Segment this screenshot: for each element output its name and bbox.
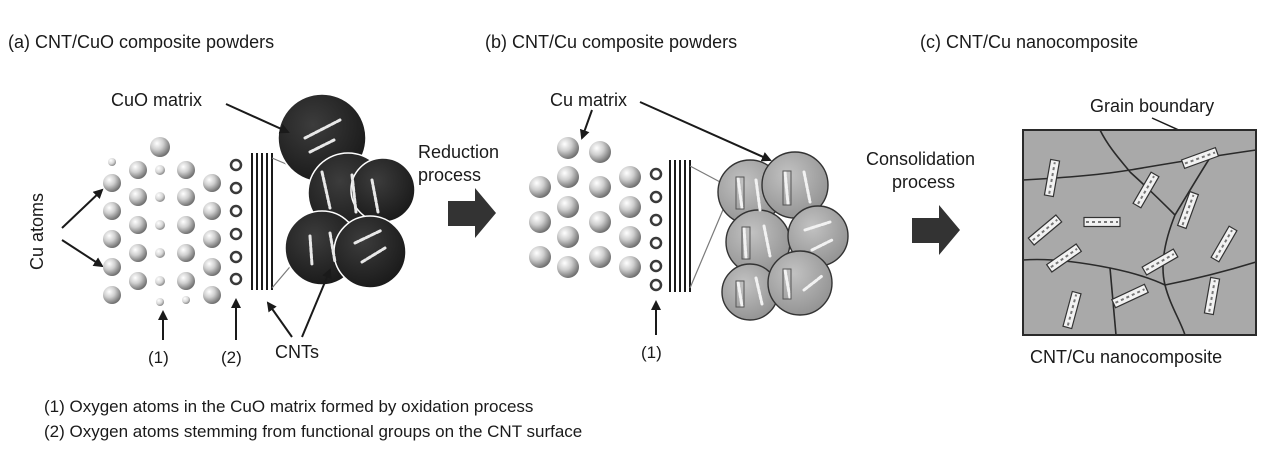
cu-atoms-label: Cu atoms	[27, 193, 47, 270]
panel-c-diagram: Grain boundary CNT/Cu nan	[1022, 96, 1257, 367]
footnote-1: (1) Oxygen atoms in the CuO matrix forme…	[44, 397, 534, 416]
cnts-arrow-right	[301, 268, 332, 338]
panel-b-title: (b) CNT/Cu composite powders	[485, 32, 737, 52]
cu-atom-lattice-a	[103, 137, 243, 306]
panel-c-title: (c) CNT/Cu nanocomposite	[920, 32, 1138, 52]
consolidation-arrow-icon	[912, 205, 960, 255]
cuo-matrix-label: CuO matrix	[111, 90, 202, 110]
grain-boundary-label: Grain boundary	[1090, 96, 1214, 116]
consolidation-label-line2: process	[892, 172, 955, 192]
reduction-arrow-icon	[448, 188, 496, 238]
cuo-matrix-particles	[277, 93, 416, 289]
cu-atom-lattice-b	[529, 137, 663, 292]
cu-atoms-arrow-lower	[61, 239, 104, 268]
panel-a-title: (a) CNT/CuO composite powders	[8, 32, 274, 52]
cnts-label: CNTs	[275, 342, 319, 362]
reduction-label-line2: process	[418, 165, 481, 185]
cnt-in-cuo	[303, 118, 387, 267]
cu-matrix-arrow-long	[639, 101, 772, 162]
nanocomposite-block	[1022, 129, 1257, 336]
footnotes: (1) Oxygen atoms in the CuO matrix forme…	[44, 394, 582, 444]
panel-b-diagram: Cu matrix	[529, 90, 849, 362]
footnote-2: (2) Oxygen atoms stemming from functiona…	[44, 422, 583, 441]
cu-matrix-label: Cu matrix	[550, 90, 627, 110]
cnt-bundle-b	[669, 160, 691, 292]
marker-2-label: (2)	[221, 348, 242, 367]
nanocomposite-caption: CNT/Cu nanocomposite	[1030, 347, 1222, 367]
cu-matrix-arrow-short	[579, 109, 593, 140]
cnts-in-nanocomposite	[1027, 146, 1238, 330]
cu-atoms-arrow-upper	[61, 188, 104, 229]
cnt-bundle-a	[251, 153, 273, 290]
panel-a-diagram: Cu atoms	[27, 90, 416, 367]
marker-1-label-b: (1)	[641, 343, 662, 362]
cuo-matrix-arrow	[225, 103, 290, 134]
grain-boundaries	[1022, 129, 1257, 336]
reduction-label-line1: Reduction	[418, 142, 499, 162]
cnt-in-cu	[736, 170, 834, 308]
cnts-arrow-left	[266, 301, 293, 338]
consolidation-label-line1: Consolidation	[866, 149, 975, 169]
marker-1-label-a: (1)	[148, 348, 169, 367]
